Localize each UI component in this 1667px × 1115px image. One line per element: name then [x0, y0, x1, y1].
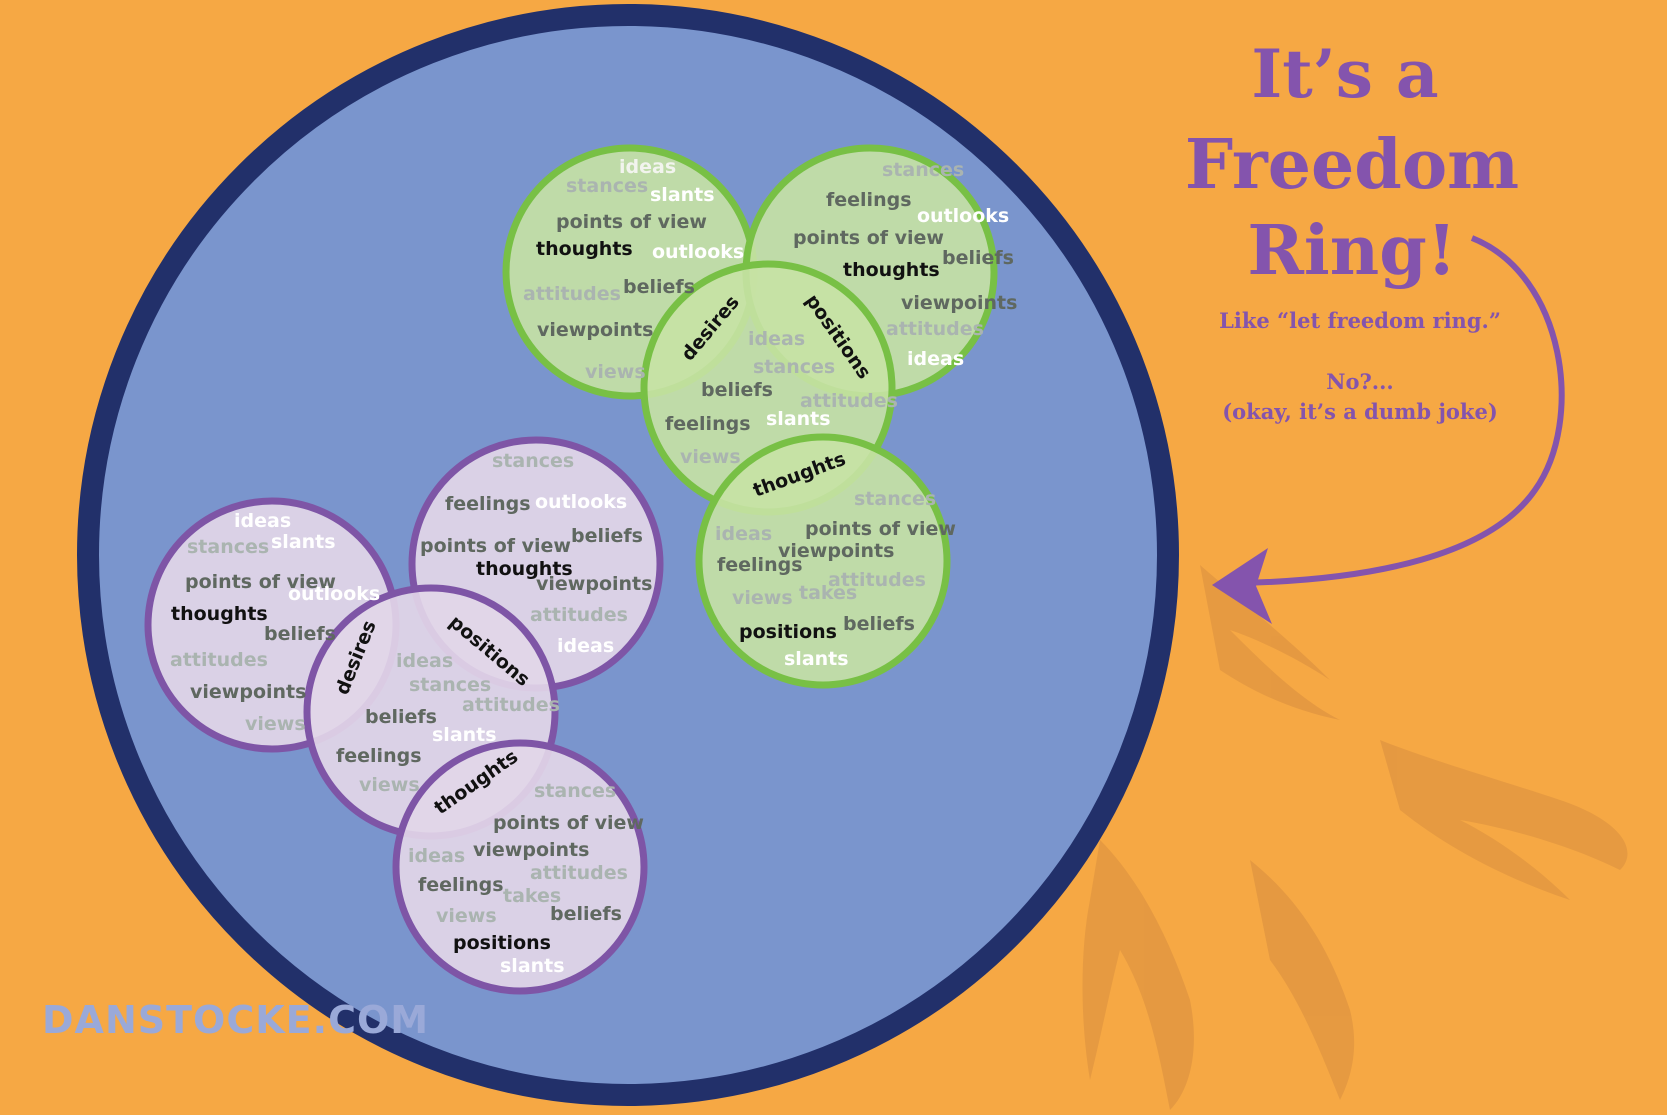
- word-slants: slants: [271, 531, 336, 553]
- word-slants: slants: [784, 648, 849, 670]
- word-thoughts: thoughts: [171, 603, 268, 625]
- word-attitudes: attitudes: [886, 318, 984, 340]
- word-outlooks: outlooks: [652, 241, 744, 263]
- word-thoughts: thoughts: [536, 238, 633, 260]
- word-thoughts: thoughts: [843, 259, 940, 281]
- word-beliefs: beliefs: [571, 525, 643, 547]
- word-slants: slants: [766, 408, 831, 430]
- word-points-of-view: points of view: [420, 535, 571, 557]
- word-stances: stances: [492, 450, 574, 472]
- word-views: views: [680, 446, 741, 468]
- word-attitudes: attitudes: [530, 862, 628, 884]
- word-beliefs: beliefs: [942, 247, 1014, 269]
- eagle-silhouette: [1082, 565, 1628, 1110]
- word-attitudes: attitudes: [170, 649, 268, 671]
- word-ideas: ideas: [557, 635, 614, 657]
- purple-venn-cluster: [144, 436, 664, 995]
- word-feelings: feelings: [665, 413, 751, 435]
- word-attitudes: attitudes: [530, 604, 628, 626]
- word-attitudes: attitudes: [523, 283, 621, 305]
- word-viewpoints: viewpoints: [536, 573, 652, 595]
- word-stances: stances: [409, 674, 491, 696]
- word-attitudes: attitudes: [800, 390, 898, 412]
- word-views: views: [585, 361, 646, 383]
- word-stances: stances: [854, 488, 936, 510]
- word-views: views: [436, 905, 497, 927]
- word-points-of-view: points of view: [556, 211, 707, 233]
- green-circle-bottom: [695, 433, 951, 689]
- word-stances: stances: [187, 536, 269, 558]
- word-thoughts: thoughts: [476, 558, 573, 580]
- word-points-of-view: points of view: [493, 812, 644, 834]
- subtext-line-2: No?...: [1326, 369, 1393, 394]
- word-stances: stances: [882, 159, 964, 181]
- word-beliefs: beliefs: [843, 613, 915, 635]
- heading-line-1: It’s a: [1251, 35, 1438, 113]
- word-slants: slants: [500, 955, 565, 977]
- word-feelings: feelings: [336, 745, 422, 767]
- green-venn-cluster: [502, 144, 998, 689]
- heading: It’s a Freedom Ring! Like “let freedom r…: [1185, 35, 1519, 424]
- word-stances: stances: [534, 780, 616, 802]
- word-feelings: feelings: [418, 874, 504, 896]
- word-stances: stances: [566, 175, 648, 197]
- word-views: views: [245, 713, 306, 735]
- heading-line-2: Freedom: [1185, 125, 1519, 205]
- word-attitudes: attitudes: [462, 694, 560, 716]
- subtext-line-1: Like “let freedom ring.”: [1219, 308, 1501, 333]
- word-viewpoints: viewpoints: [537, 319, 653, 341]
- word-points-of-view: points of view: [185, 571, 336, 593]
- purple-circle-bottom: [392, 739, 648, 995]
- word-stances: stances: [753, 356, 835, 378]
- word-ideas: ideas: [748, 328, 805, 350]
- word-positions: positions: [453, 932, 551, 954]
- curved-arrow: [1212, 235, 1565, 624]
- word-points-of-view: points of view: [805, 518, 956, 540]
- word-viewpoints: viewpoints: [778, 540, 894, 562]
- word-beliefs: beliefs: [623, 276, 695, 298]
- word-attitudes: attitudes: [828, 569, 926, 591]
- word-feelings: feelings: [717, 554, 803, 576]
- heading-line-3: Ring!: [1247, 211, 1456, 291]
- word-viewpoints: viewpoints: [901, 292, 1017, 314]
- word-takes: takes: [799, 582, 857, 604]
- word-feelings: feelings: [445, 493, 531, 515]
- word-ideas: ideas: [715, 523, 772, 545]
- word-ideas: ideas: [907, 348, 964, 370]
- word-slants: slants: [432, 724, 497, 746]
- word-ideas: ideas: [234, 510, 291, 532]
- word-beliefs: beliefs: [264, 623, 336, 645]
- word-feelings: feelings: [826, 189, 912, 211]
- word-outlooks: outlooks: [288, 583, 380, 605]
- word-outlooks: outlooks: [917, 205, 1009, 227]
- subtext-line-3: (okay, it’s a dumb joke): [1222, 399, 1498, 424]
- word-positions: positions: [739, 621, 837, 643]
- word-outlooks: outlooks: [535, 491, 627, 513]
- watermark: DANSTOCKE.COM: [42, 998, 429, 1042]
- word-slants: slants: [650, 184, 715, 206]
- word-ideas: ideas: [396, 650, 453, 672]
- word-beliefs: beliefs: [365, 706, 437, 728]
- word-beliefs: beliefs: [701, 379, 773, 401]
- word-viewpoints: viewpoints: [190, 681, 306, 703]
- word-beliefs: beliefs: [550, 903, 622, 925]
- word-takes: takes: [503, 885, 561, 907]
- word-points-of-view: points of view: [793, 227, 944, 249]
- word-viewpoints: viewpoints: [473, 839, 589, 861]
- word-views: views: [732, 587, 793, 609]
- word-ideas: ideas: [408, 845, 465, 867]
- word-ideas: ideas: [619, 156, 676, 178]
- word-views: views: [359, 774, 420, 796]
